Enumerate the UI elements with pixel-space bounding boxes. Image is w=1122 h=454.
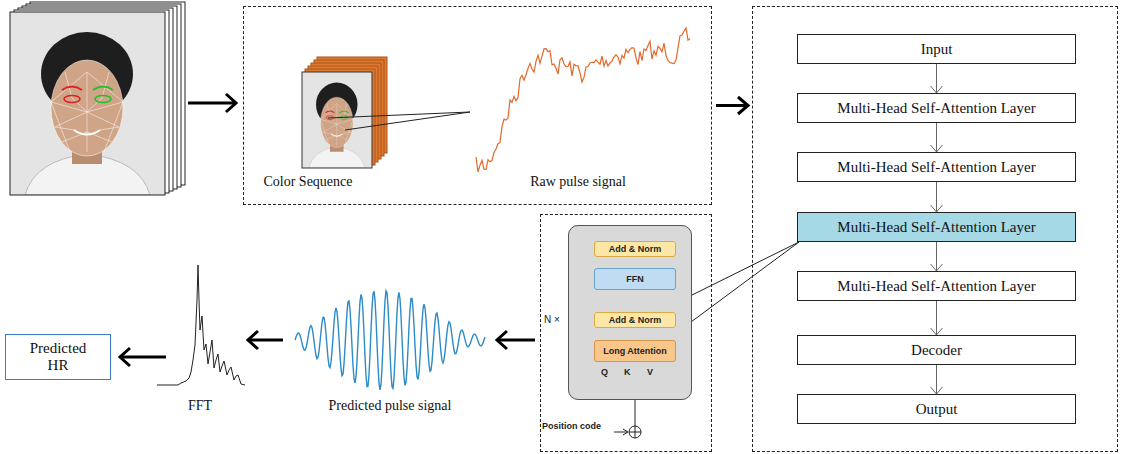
arrow-head — [931, 387, 943, 394]
text-slot: FFT — [150, 398, 250, 414]
input-arrow-part — [188, 102, 236, 105]
node-label: Predicted HR — [19, 340, 97, 375]
connector-line — [936, 365, 937, 394]
annotation-label: K — [624, 367, 631, 377]
position-add-symbol — [629, 426, 641, 438]
face-frame-stack — [10, 2, 185, 195]
text-slot: Q — [601, 367, 611, 377]
node-label: Multi-Head Self-Attention Layer — [837, 100, 1035, 117]
node-label: Add & Norm — [609, 244, 662, 254]
attention-layer-box: Multi-Head Self-Attention Layer — [797, 152, 1076, 182]
node-label: Multi-Head Self-Attention Layer — [837, 219, 1035, 236]
output-arrows-part — [497, 339, 535, 342]
connector — [931, 242, 943, 271]
arrow-head — [931, 328, 943, 335]
face-frame-stack-part — [10, 12, 165, 195]
color-sequence-thumbnail-part — [302, 72, 372, 168]
connector-line — [936, 301, 937, 335]
connector — [931, 123, 943, 152]
text-slot: Color Sequence — [243, 174, 373, 190]
annotation-label: FFT — [188, 398, 212, 413]
face-frame-stack-part — [10, 12, 165, 195]
roi-leader-lines-part — [345, 112, 470, 130]
transformer-internal-wiring-part — [623, 429, 628, 435]
node-label: Decoder — [911, 342, 962, 359]
output-arrows — [120, 331, 535, 366]
node-label: Input — [921, 41, 953, 58]
annotation-label: Q — [601, 367, 608, 377]
position-add-symbol-part — [629, 426, 641, 438]
node-label: Multi-Head Self-Attention Layer — [837, 278, 1035, 295]
output-arrows-part — [497, 331, 507, 349]
attention-layer-box: Multi-Head Self-Attention Layer — [797, 271, 1076, 301]
zoom-leader-line — [692, 242, 799, 321]
node-label: Add & Norm — [609, 315, 662, 325]
roi-leader-lines — [328, 112, 470, 130]
connector-line — [936, 64, 937, 93]
arrow-head — [931, 145, 943, 152]
preprocessing-panel: Color Sequence Raw pulse signal — [243, 6, 712, 205]
text-slot: V — [647, 367, 657, 377]
input-arrow — [188, 94, 236, 112]
color-sequence-thumbnail — [302, 57, 387, 168]
node-label: Color Sequence — [263, 174, 352, 189]
text-slot: Raw pulse signal — [503, 174, 653, 190]
result-box: Predicted HR — [5, 334, 111, 380]
ffn-box: FFN — [594, 268, 676, 290]
input-arrow-part — [226, 94, 236, 112]
node-label: N × — [544, 314, 560, 325]
connector-line — [936, 182, 937, 212]
fft-spectrum — [157, 265, 245, 385]
position-add-symbol-part — [629, 426, 641, 438]
add-norm-box: Add & Norm — [594, 312, 676, 328]
connector — [931, 182, 943, 212]
attention-box: Long Attention — [594, 340, 676, 362]
text-slot: K — [624, 367, 634, 377]
output-arrows-part — [120, 348, 130, 366]
arrow-head — [738, 97, 748, 114]
connector — [931, 365, 943, 394]
text-slot: Predicted pulse signal — [300, 398, 480, 414]
connector-line — [716, 104, 748, 107]
output-arrows-part — [248, 339, 283, 342]
connector — [931, 64, 943, 93]
connector — [716, 97, 748, 114]
predicted-pulse-waveform — [295, 291, 485, 390]
annotation-label: V — [647, 367, 653, 377]
color-sequence-thumbnail-part — [302, 72, 372, 168]
transformer-internal-wiring-part — [614, 432, 627, 433]
attention-layer-box: Multi-Head Self-Attention Layer — [797, 93, 1076, 123]
process-box: Input — [797, 34, 1076, 64]
output-arrows-part — [248, 331, 258, 349]
arrow-head — [931, 205, 943, 212]
arrow-head — [931, 264, 943, 271]
output-arrows-part — [120, 356, 166, 359]
network-panel: InputMulti-Head Self-Attention LayerMult… — [752, 6, 1118, 452]
node-label: Raw pulse signal — [530, 174, 626, 189]
node-label: FFN — [626, 274, 644, 284]
connector — [692, 242, 799, 321]
node-label: Position code — [542, 421, 601, 431]
highlighted-layer-box: Multi-Head Self-Attention Layer — [797, 212, 1076, 242]
node-label: Multi-Head Self-Attention Layer — [837, 159, 1035, 176]
connector-line — [936, 242, 937, 271]
connector-line — [936, 123, 937, 152]
process-box: Output — [797, 394, 1076, 424]
annotation-label: Predicted pulse signal — [329, 398, 452, 413]
text-slot: Position code — [542, 421, 614, 431]
zoom-leader-line — [692, 242, 799, 295]
connector — [931, 301, 943, 335]
node-label: Output — [916, 401, 958, 418]
arrow-head — [931, 86, 943, 93]
raw-pulse-waveform — [476, 28, 690, 172]
add-norm-box: Add & Norm — [594, 241, 676, 257]
node-label: Long Attention — [603, 346, 667, 356]
process-box: Decoder — [797, 335, 1076, 365]
detail-panel: N ×Position codeAdd & NormFFNAdd & NormL… — [540, 214, 712, 452]
